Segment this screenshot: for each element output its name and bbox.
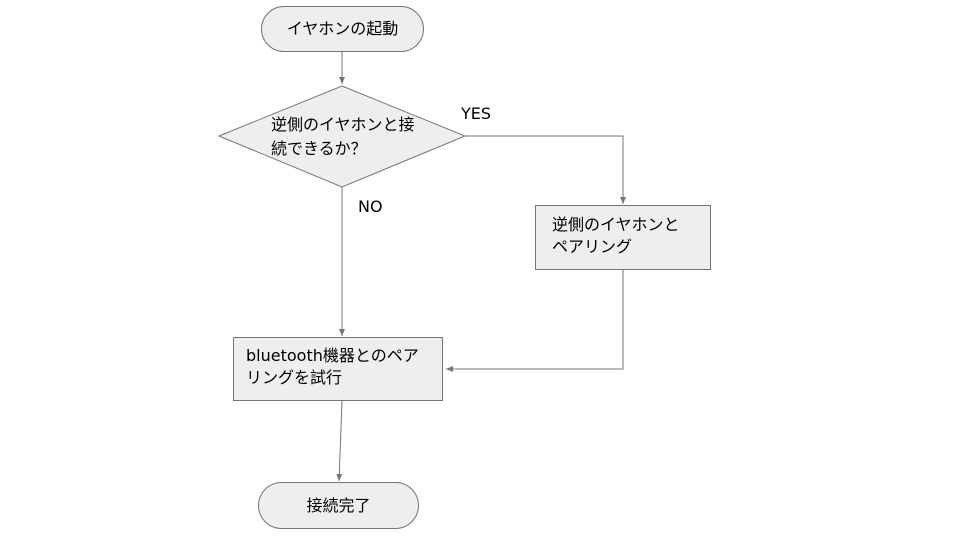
- decision-node-label: 逆側のイヤホンと接 続できるか？: [271, 113, 441, 161]
- pair-other-label-line1: 逆側のイヤホンと: [552, 215, 680, 234]
- no-label: NO: [358, 197, 383, 216]
- decision-label-line1: 逆側のイヤホンと接: [271, 115, 415, 134]
- pair-other-label-line2: ペアリング: [552, 237, 633, 256]
- try-bluetooth-label-line2: リングを試行: [246, 368, 343, 387]
- try-bluetooth-label-line1: bluetooth機器とのペア: [246, 346, 419, 365]
- end-node: 接続完了: [258, 482, 419, 529]
- try-bluetooth-node: bluetooth機器とのペア リングを試行: [233, 337, 443, 401]
- edge-decision-yes: [465, 135, 626, 204]
- decision-label-line2: 続できるか？: [271, 139, 367, 158]
- edge-bluetooth-to-end: [336, 400, 343, 482]
- pair-other-node: 逆側のイヤホンと ペアリング: [535, 205, 711, 270]
- yes-label: YES: [461, 104, 492, 123]
- start-node: イヤホンの起動: [261, 6, 424, 52]
- edge-pair-to-bluetooth: [446, 270, 624, 372]
- end-node-label: 接続完了: [306, 495, 371, 515]
- start-node-label: イヤホンの起動: [286, 19, 399, 38]
